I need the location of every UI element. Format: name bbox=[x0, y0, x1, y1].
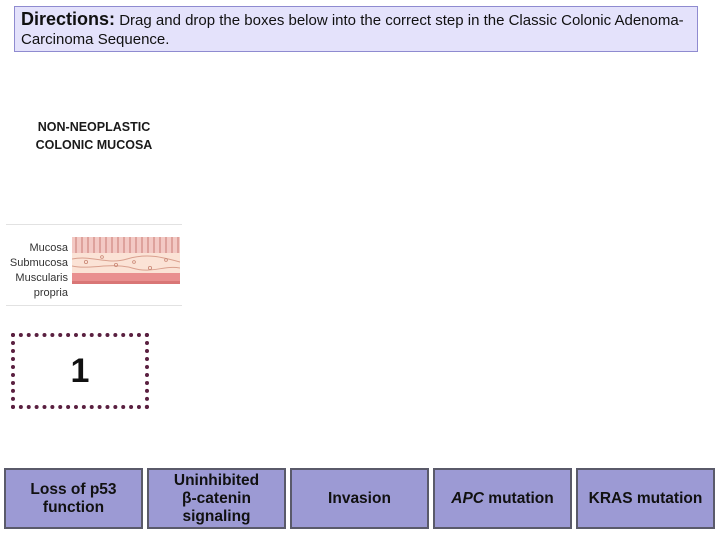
layer-label-submucosa: Submucosa bbox=[9, 257, 68, 269]
mucosa-histology-figure: Mucosa Submucosa Muscularis propria bbox=[6, 224, 182, 306]
layer-labels: Mucosa Submucosa Muscularis propria bbox=[6, 241, 68, 301]
tile-text-italic: APC bbox=[451, 489, 484, 507]
tile-text-line: Invasion bbox=[328, 489, 391, 507]
tile-loss-of-p53[interactable]: Loss of p53 function bbox=[4, 468, 143, 529]
tile-text-line: β-catenin bbox=[182, 489, 251, 507]
drop-slot-number: 1 bbox=[70, 351, 90, 390]
tile-invasion[interactable]: Invasion bbox=[290, 468, 429, 529]
mucosa-illustration bbox=[72, 237, 180, 284]
tile-text-line: APC mutation bbox=[451, 490, 553, 508]
directions-text: Drag and drop the boxes below into the c… bbox=[21, 12, 684, 48]
tile-text-rest: mutation bbox=[483, 489, 554, 507]
draggable-tile-bank: Loss of p53 function Uninhibited β-caten… bbox=[4, 468, 716, 530]
tile-kras-mutation[interactable]: KRAS mutation bbox=[576, 468, 715, 529]
tile-apc-mutation[interactable]: APC mutation bbox=[433, 468, 572, 529]
tile-text-line: KRAS mutation bbox=[588, 489, 703, 507]
tile-text-line: Uninhibited bbox=[173, 471, 260, 489]
tile-text-line: Loss of p53 bbox=[30, 480, 117, 498]
directions-box: Directions: Drag and drop the boxes belo… bbox=[14, 6, 698, 52]
layer-label-propria: propria bbox=[33, 287, 68, 299]
tile-text-line: signaling bbox=[182, 507, 251, 525]
tile-text-line: function bbox=[42, 498, 105, 516]
layer-label-muscularis: Muscularis bbox=[15, 272, 68, 284]
layer-label-mucosa: Mucosa bbox=[29, 242, 68, 254]
directions-label: Directions: bbox=[21, 9, 116, 29]
drop-slot-1[interactable]: 1 bbox=[11, 333, 149, 409]
stage-title-line1: NON-NEOPLASTIC bbox=[37, 120, 151, 134]
stage-title-line2: COLONIC MUCOSA bbox=[35, 138, 153, 152]
stage-title: NON-NEOPLASTIC COLONIC MUCOSA bbox=[10, 118, 178, 154]
tile-beta-catenin[interactable]: Uninhibited β-catenin signaling bbox=[147, 468, 286, 529]
